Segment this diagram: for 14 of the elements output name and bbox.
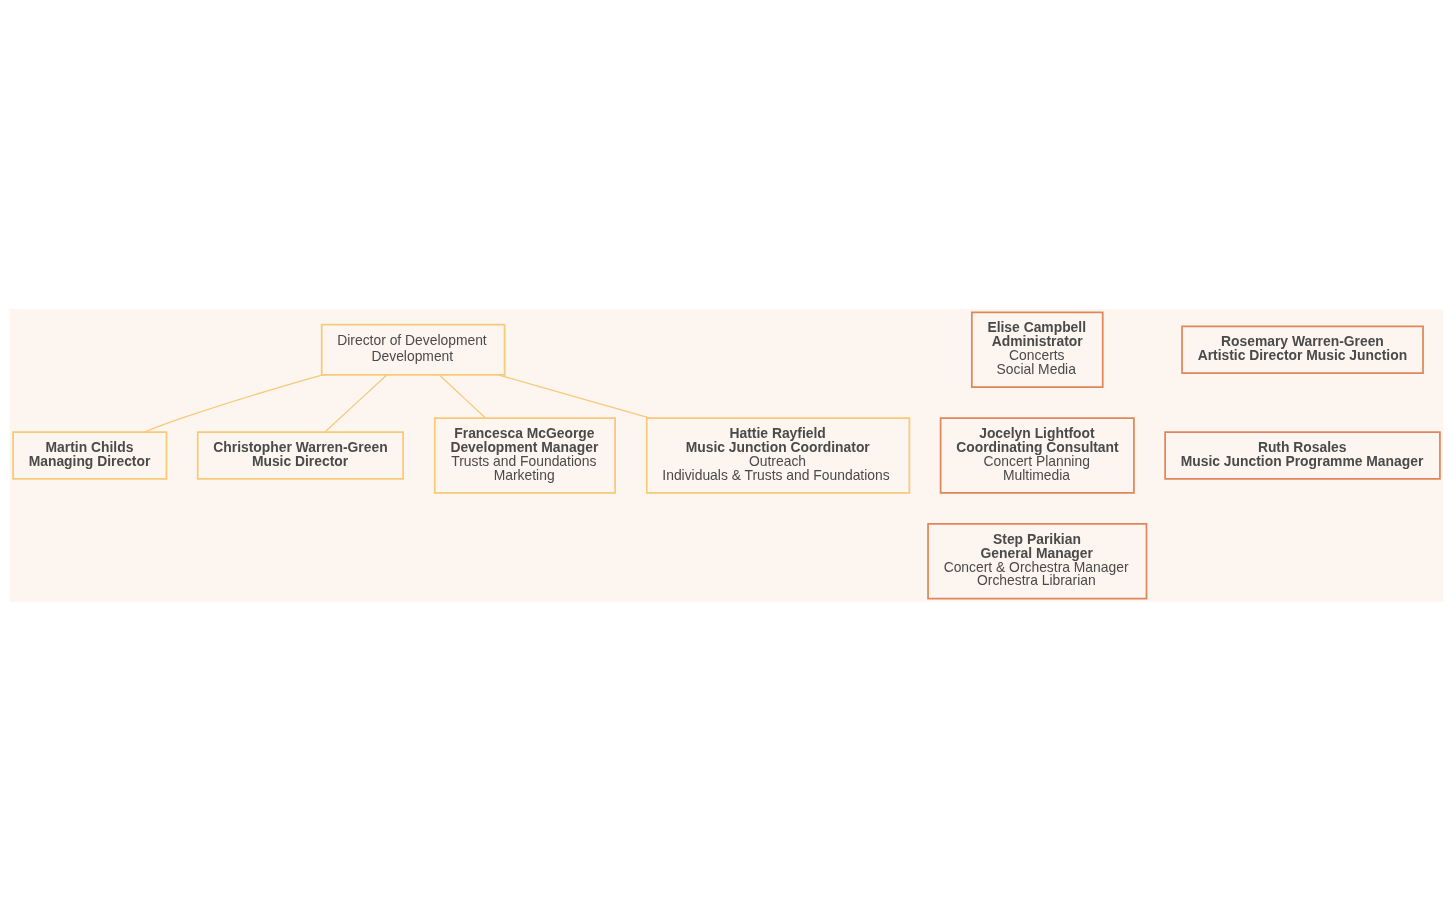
node-box: Francesca McGeorge Development Manager Trusts and Foundations Marketing (433, 416, 616, 494)
node-box: Martin Childs Managing Director (12, 430, 168, 480)
connector (324, 373, 388, 432)
connector (143, 373, 324, 433)
connector (497, 373, 651, 419)
node-box: Christopher Warren-Green Music Director (196, 430, 405, 480)
node-box: Rosemary Warren-Green Artistic Director Music Junction (1181, 324, 1424, 374)
node-box: Elise Campbell Administrator Concerts Social Media (970, 311, 1104, 388)
node-box: Step Parikian General Manager Concert & Orchestra Manager Orchestra Librarian (927, 522, 1148, 599)
node-box: Jocelyn Lightfoot Coordinating Consultant Concert Planning Multimedia (939, 416, 1135, 494)
node-box: Ruth Rosales Music Junction Programme Manager (1164, 430, 1441, 480)
node-box: Director of Development Development (320, 323, 506, 376)
connector (438, 373, 487, 419)
node-box: Hattie Rayfield Music Junction Coordinator Outreach Individuals & Trusts and Foundations (645, 416, 911, 494)
